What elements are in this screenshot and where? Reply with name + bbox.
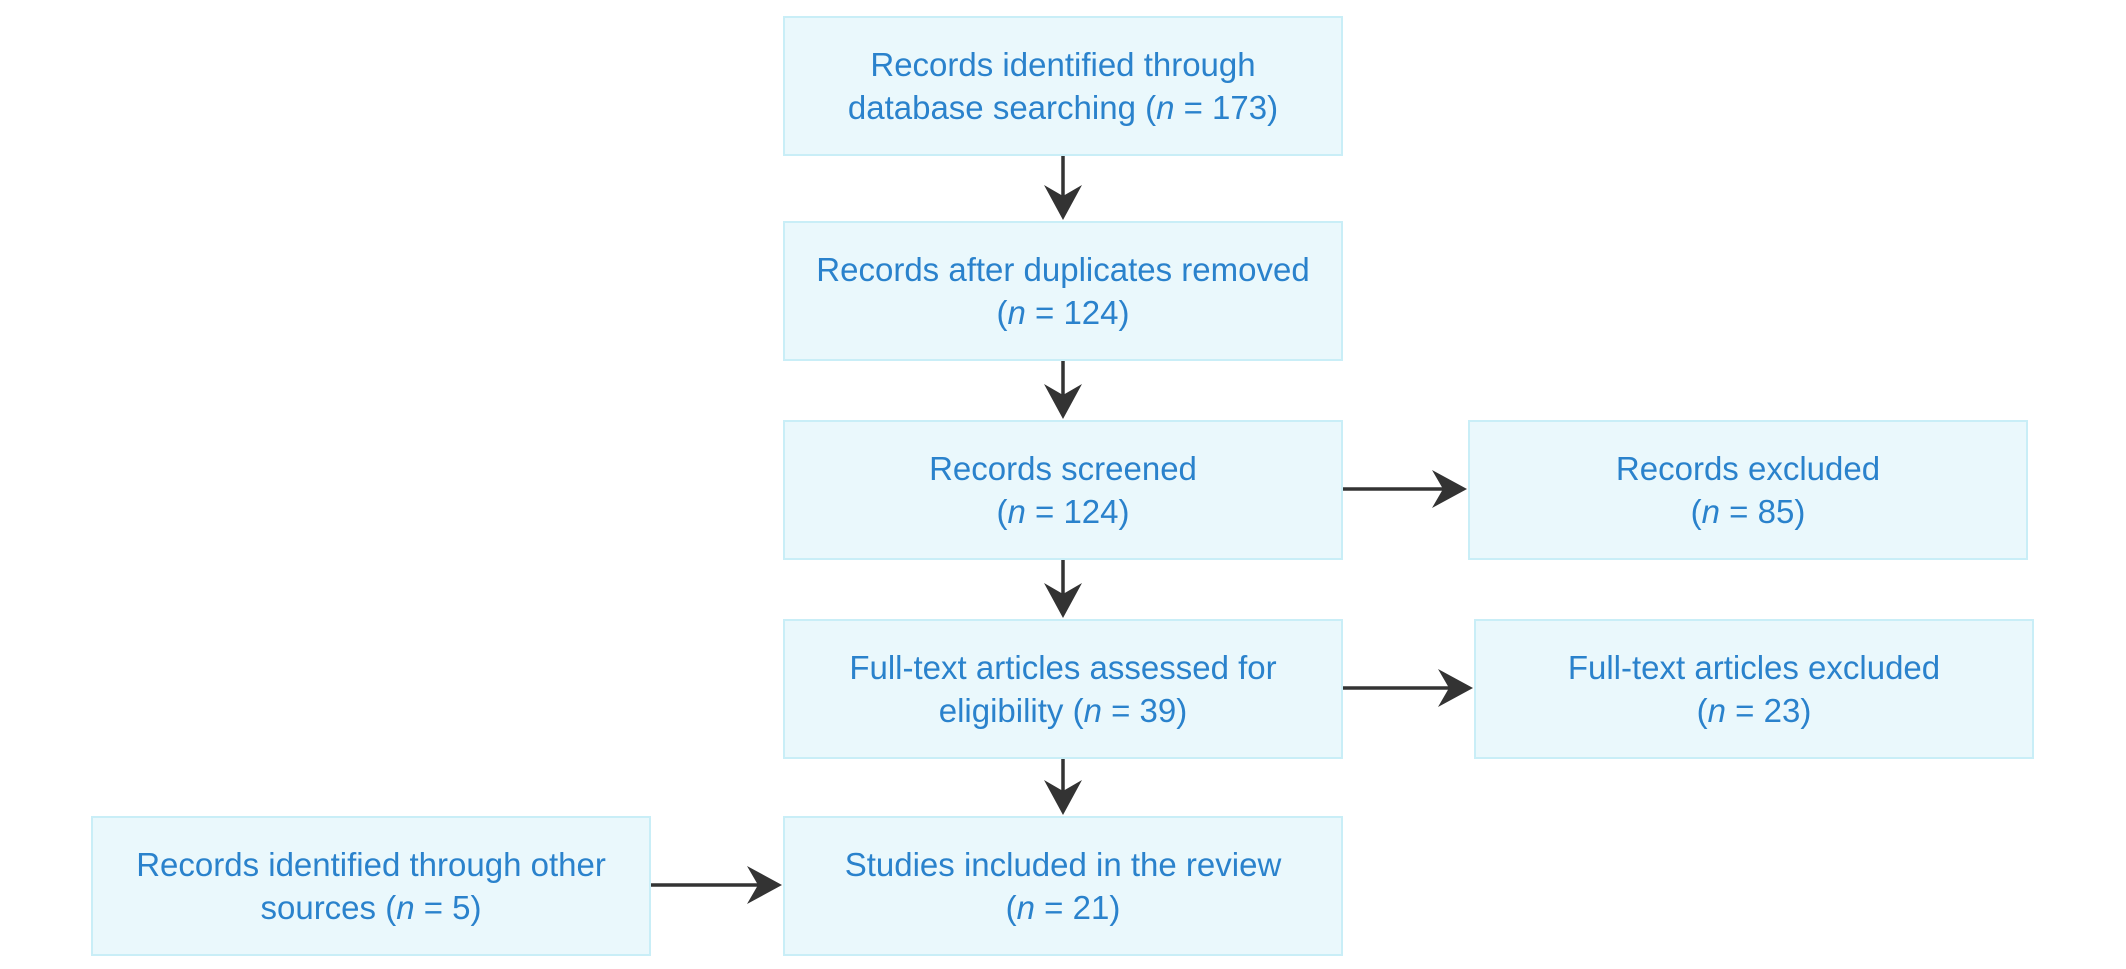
n-symbol: n	[396, 889, 415, 926]
box-line2-pre: sources (	[260, 889, 397, 926]
box-line1: Records identified through other	[136, 846, 606, 883]
box-line2: eligibility (n = 39)	[939, 689, 1188, 732]
box-line2: (n = 23)	[1697, 689, 1812, 732]
box-line1: Records excluded	[1615, 450, 1881, 487]
arrowhead-down-4	[1044, 780, 1082, 815]
box-line1: Studies included in the review	[844, 846, 1282, 883]
n-symbol: n	[1701, 493, 1721, 530]
box-line2: (n = 85)	[1691, 490, 1806, 533]
box-line2-post: = 23)	[1726, 692, 1812, 729]
box-line2-post: = 21)	[1035, 889, 1121, 926]
box-line1: Records after duplicates removed	[816, 251, 1310, 288]
box-line2-post: = 5)	[414, 889, 482, 926]
arrowhead-down-1	[1044, 185, 1082, 220]
box-line2: sources (n = 5)	[260, 886, 481, 929]
n-symbol: n	[1083, 692, 1102, 729]
box-line2-post: = 124)	[1025, 493, 1130, 530]
box-line2-pre: (	[996, 493, 1008, 530]
n-symbol: n	[1016, 889, 1036, 926]
arrowhead-down-3	[1044, 583, 1082, 618]
box-line1: Full-text articles excluded	[1567, 649, 1941, 686]
box-line2: (n = 124)	[996, 490, 1129, 533]
box-line2-post: = 39)	[1101, 692, 1188, 729]
box-line2-pre: (	[996, 294, 1008, 331]
box-fulltext-assessed: Full-text articles assessed for eligibil…	[783, 619, 1343, 759]
box-line2: (n = 21)	[1006, 886, 1121, 929]
arrowhead-down-2	[1044, 384, 1082, 419]
box-line2-pre: (	[1696, 692, 1708, 729]
box-records-after-duplicates: Records after duplicates removed (n = 12…	[783, 221, 1343, 361]
arrowhead-right-1	[1432, 470, 1467, 508]
box-line1: Records screened	[929, 450, 1197, 487]
box-line1: Full-text articles assessed for	[849, 649, 1277, 686]
box-line2: database searching (n = 173)	[848, 86, 1278, 129]
box-line2: (n = 124)	[996, 291, 1129, 334]
arrowhead-right-3	[747, 866, 782, 904]
n-symbol: n	[1707, 692, 1727, 729]
box-line2-post: = 85)	[1720, 493, 1806, 530]
n-symbol: n	[1007, 294, 1026, 331]
box-line2-pre: database searching (	[847, 89, 1157, 126]
n-symbol: n	[1007, 493, 1026, 530]
box-line2-post: = 173)	[1174, 89, 1279, 126]
box-line2-pre: eligibility (	[938, 692, 1084, 729]
arrowhead-right-2	[1438, 669, 1473, 707]
box-records-other-sources: Records identified through other sources…	[91, 816, 651, 956]
box-fulltext-excluded: Full-text articles excluded (n = 23)	[1474, 619, 2034, 759]
box-records-excluded: Records excluded (n = 85)	[1468, 420, 2028, 560]
box-records-screened: Records screened (n = 124)	[783, 420, 1343, 560]
box-line1: Records identified through	[870, 46, 1256, 83]
box-line2-post: = 124)	[1025, 294, 1130, 331]
box-line2-pre: (	[1690, 493, 1702, 530]
n-symbol: n	[1156, 89, 1175, 126]
box-studies-included: Studies included in the review (n = 21)	[783, 816, 1343, 956]
box-records-identified-database: Records identified through database sear…	[783, 16, 1343, 156]
box-line2-pre: (	[1005, 889, 1017, 926]
